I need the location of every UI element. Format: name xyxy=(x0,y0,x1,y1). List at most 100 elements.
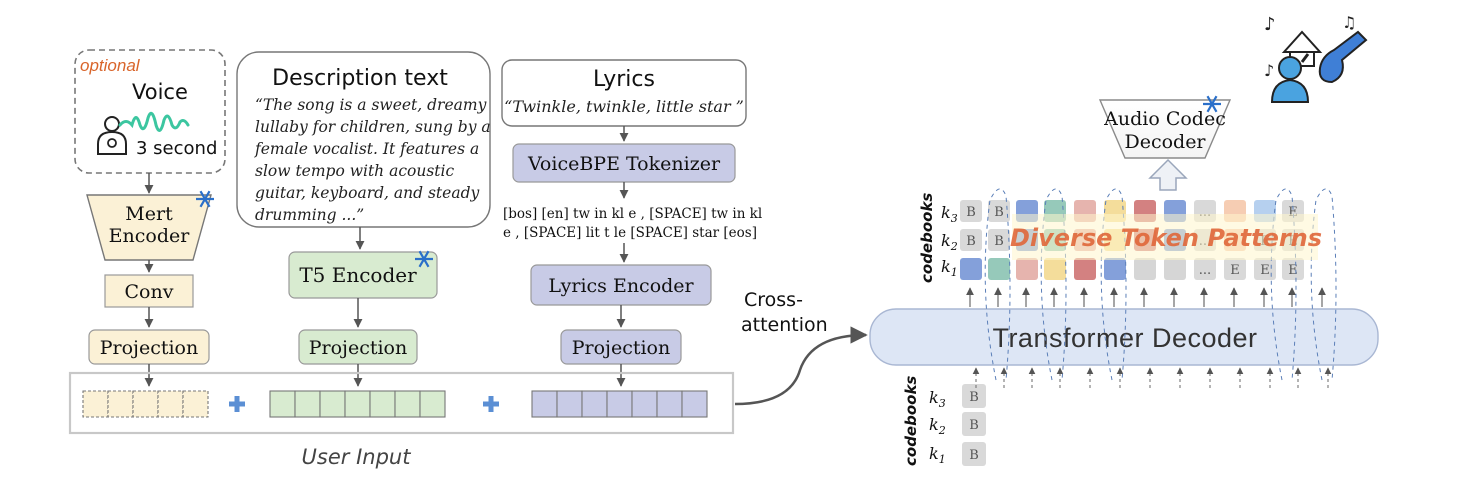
voice-embedding xyxy=(82,390,209,418)
input-token xyxy=(962,384,986,408)
user-input-frame xyxy=(68,371,735,435)
diverse-token-patterns-label: Diverse Token Patterns xyxy=(1010,224,1322,252)
description-line: “The song is a sweet, dreamy xyxy=(255,96,487,114)
description-text: “The song is a sweet, dreamy lullaby for… xyxy=(254,96,491,224)
description-embedding-cell xyxy=(419,390,446,418)
token-letter: E xyxy=(1288,263,1298,278)
voice-branch: optional Voice 3 second Mert Encoder Con… xyxy=(74,49,226,387)
cross-attention-line1: Cross- xyxy=(744,289,803,311)
decoder-section: Transformer Decoder BB...EBB...EE...EEE … xyxy=(869,158,1379,466)
voice-prompt-box xyxy=(74,49,226,174)
autoregressive-loop xyxy=(984,188,1011,381)
token-letter: E xyxy=(1230,263,1240,278)
description-embedding-cell xyxy=(294,390,321,418)
output-token xyxy=(1074,258,1096,280)
description-title: Description text xyxy=(272,66,448,91)
token-letter: B xyxy=(994,205,1004,220)
description-embedding-cell xyxy=(269,390,296,418)
autoregressive-loop xyxy=(1270,188,1297,381)
lyrics-embedding xyxy=(531,390,708,418)
output-token xyxy=(1164,258,1186,280)
voice-embedding-cell xyxy=(107,390,134,418)
description-embedding-cell xyxy=(369,390,396,418)
t5-encoder-box xyxy=(288,251,438,299)
lyrics-encoder-label: Lyrics Encoder xyxy=(548,275,694,297)
token-letter: E xyxy=(1260,263,1270,278)
token-sequence-line1: [bos] [en] tw in kl e , [SPACE] tw in kl xyxy=(503,206,762,222)
output-token xyxy=(1104,258,1126,280)
lyrics-projection-label: Projection xyxy=(572,337,670,359)
output-token xyxy=(1254,258,1276,280)
token-letter: E xyxy=(1288,205,1298,220)
user-input-bar: User Input xyxy=(68,371,735,469)
svg-text:♫: ♫ xyxy=(1342,13,1356,32)
description-embedding-cell xyxy=(394,390,421,418)
description-line: guitar, keyboard, and steady xyxy=(255,184,479,202)
pattern-highlight xyxy=(1012,214,1318,260)
lyrics-embedding-cell xyxy=(656,390,683,418)
cross-attention-line2: attention xyxy=(741,314,828,336)
input-token xyxy=(962,442,986,466)
k-labels-bottom: k3 k2 k1 xyxy=(929,388,946,466)
decoder-arrows xyxy=(966,188,1337,388)
description-line: female vocalist. It features a xyxy=(254,140,479,158)
token-letter: B xyxy=(966,234,976,249)
audio-codec-decoder-box xyxy=(1098,99,1232,159)
plus-icon xyxy=(483,396,499,412)
description-embedding xyxy=(269,390,446,418)
waveform-icon xyxy=(118,111,190,132)
waveform-icon xyxy=(1004,8,1248,82)
k1-label: k1 xyxy=(929,444,946,466)
description-box xyxy=(236,51,491,228)
token-letter: B xyxy=(966,205,976,220)
k2-label: k2 xyxy=(941,231,958,253)
output-token xyxy=(988,229,1010,251)
output-token xyxy=(1016,258,1038,280)
token-letter: B xyxy=(969,418,979,433)
autoregressive-loop xyxy=(1040,188,1067,381)
conv-label: Conv xyxy=(125,281,174,303)
k3-label: k3 xyxy=(941,203,958,225)
audio-codec-line2: Decoder xyxy=(1124,131,1206,153)
output-token xyxy=(960,258,982,280)
voice-embedding-cell xyxy=(82,390,109,418)
user-input-label: User Input xyxy=(302,445,412,469)
input-token xyxy=(962,412,986,436)
output-token xyxy=(960,229,982,251)
t5-encoder-label: T5 Encoder xyxy=(299,263,417,287)
voice-title: Voice xyxy=(132,80,188,104)
svg-text:♪: ♪ xyxy=(1264,61,1274,80)
transformer-decoder-label: Transformer Decoder xyxy=(992,323,1257,353)
description-line: drumming ...” xyxy=(255,206,364,224)
k-labels-top: k3 k2 k1 xyxy=(941,203,958,279)
mert-encoder-line1: Mert xyxy=(125,203,173,225)
audio-codec-line1: Audio Codec xyxy=(1103,108,1226,130)
svg-text:♪: ♪ xyxy=(1264,14,1276,35)
output-token xyxy=(988,200,1010,222)
output-token xyxy=(1282,258,1304,280)
audio-output: Audio Codec Decoder ♪ ♫ ♪ xyxy=(1004,8,1368,159)
token-letter: B xyxy=(969,448,979,463)
output-token xyxy=(1224,258,1246,280)
autoregressive-loop xyxy=(1100,188,1127,381)
description-projection-label: Projection xyxy=(309,337,407,359)
output-token xyxy=(960,200,982,222)
description-branch: Description text “The song is a sweet, d… xyxy=(236,51,491,387)
token-letter: ... xyxy=(1199,263,1211,278)
optional-label: optional xyxy=(80,56,141,75)
voice-projection-label: Projection xyxy=(100,337,198,359)
plus-icon xyxy=(229,396,245,412)
mert-encoder-box xyxy=(86,194,212,261)
up-arrow-to-codec xyxy=(1148,158,1188,191)
lyrics-embedding-cell xyxy=(606,390,633,418)
k1-label: k1 xyxy=(941,257,958,279)
voice-person-icon xyxy=(97,116,127,155)
lyrics-title: Lyrics xyxy=(593,67,655,92)
description-embedding-cell xyxy=(319,390,346,418)
mert-encoder-line2: Encoder xyxy=(109,225,191,247)
lyrics-embedding-cell xyxy=(556,390,583,418)
token-sequence-line2: e , [SPACE] lit t le [SPACE] star [eos] xyxy=(503,225,757,241)
output-token xyxy=(988,258,1010,280)
voice-duration: 3 second xyxy=(136,138,217,159)
